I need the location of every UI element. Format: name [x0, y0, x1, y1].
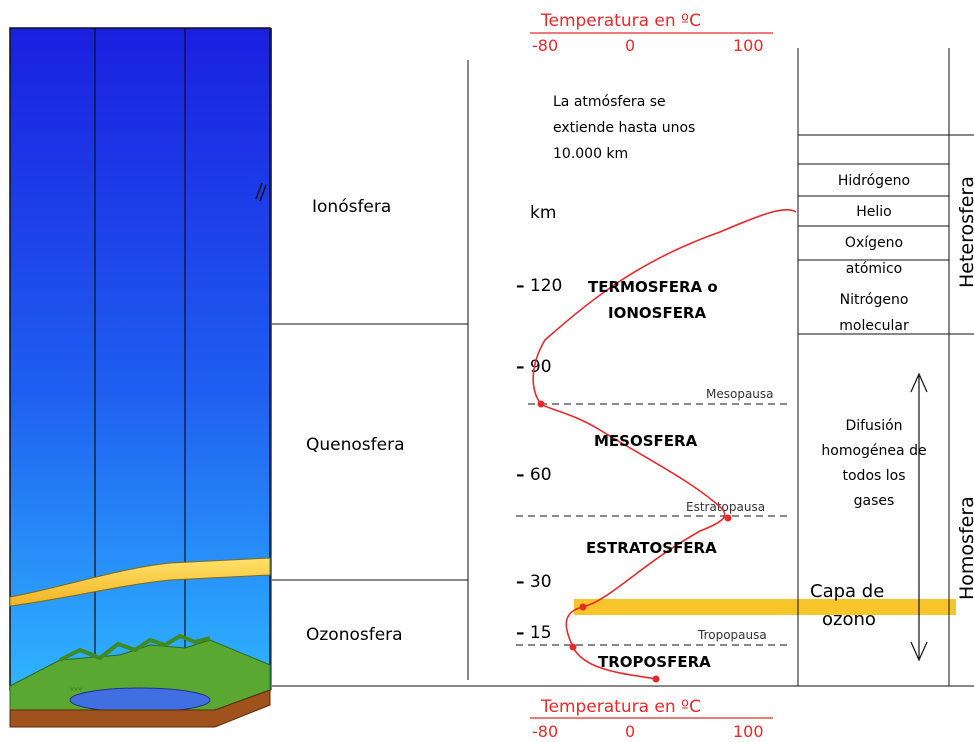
note-line-2: extiende hasta unos	[553, 120, 695, 136]
extent-note: La atmósfera se extiende hasta unos 10.0…	[553, 94, 695, 162]
gas-nitrogeno-1: Nitrógeno	[840, 292, 909, 308]
diffusion-arrow-up	[910, 372, 928, 393]
gas-oxigeno-1: Oxígeno	[845, 235, 903, 251]
altitude-tick-15: – 15	[516, 623, 552, 643]
temperature-profile	[532, 208, 797, 683]
diffusion-line-2: homogénea de	[821, 443, 926, 459]
temp-tick-bottom-max: 100	[733, 722, 764, 741]
pause-lines: Mesopausa Estratopausa Tropopausa	[516, 387, 792, 646]
temp-tick-top-zero: 0	[625, 36, 635, 55]
temperature-curve	[532, 208, 797, 680]
curve-point-tropopausa	[569, 643, 577, 651]
temp-title-top: Temperatura en ºC	[540, 11, 701, 31]
hills	[59, 633, 211, 662]
label-quenosfera: Quenosfera	[306, 435, 405, 455]
label-mesopausa: Mesopausa	[706, 387, 774, 401]
note-line-1: La atmósfera se	[553, 94, 666, 110]
ozone-label-2: ozono	[822, 609, 876, 630]
label-tropopausa: Tropopausa	[697, 628, 767, 642]
label-ionosfera: Ionósfera	[312, 197, 391, 217]
temp-tick-top-min: -80	[532, 36, 558, 55]
curve-point-surface	[652, 675, 660, 683]
label-estratopausa: Estratopausa	[686, 500, 765, 514]
layer-names: TERMOSFERA o IONOSFERA MESOSFERA ESTRATO…	[586, 278, 718, 671]
note-line-3: 10.000 km	[553, 146, 628, 162]
altitude-tick-120: – 120	[516, 276, 562, 296]
soil-block	[9, 689, 271, 728]
layer-estratosfera: ESTRATOSFERA	[586, 539, 717, 557]
curve-point-mesopausa	[537, 400, 545, 408]
diffusion-line-3: todos los	[843, 468, 906, 484]
region-heterosfera: Heterosfera	[956, 176, 974, 288]
layer-termosfera-2: IONOSFERA	[608, 304, 706, 322]
diffusion-line-1: Difusión	[845, 418, 902, 434]
curve-point-ozone	[579, 603, 587, 611]
temp-tick-top-max: 100	[733, 36, 764, 55]
gas-nitrogeno-2: molecular	[839, 318, 909, 334]
altitude-tick-60: – 60	[516, 465, 552, 485]
temperature-scale-bottom: Temperatura en ºC -80 0 100	[530, 697, 773, 741]
temp-tick-bottom-zero: 0	[625, 722, 635, 741]
gas-composition-table: Hidrógeno Helio Oxígeno atómico Nitrógen…	[797, 48, 974, 686]
atmosphere-column-illustration: ᵛᵛᵛ	[9, 27, 272, 728]
gas-helio: Helio	[856, 204, 892, 220]
axis-break-mark	[255, 182, 267, 202]
layer-troposfera: TROPOSFERA	[598, 653, 711, 671]
diffusion-arrow-down	[910, 641, 928, 662]
altitude-axis: km – 120 – 90 – 60 – 30 – 15	[516, 203, 562, 643]
vegetation-marks: ᵛᵛᵛ	[70, 686, 83, 697]
ozone-slab-top	[9, 557, 271, 607]
ozone-label-1: Capa de	[810, 581, 884, 602]
gas-oxigeno-2: atómico	[846, 261, 902, 277]
layer-termosfera-1: TERMOSFERA o	[588, 278, 718, 296]
curve-point-estratopausa	[724, 514, 732, 522]
altitude-unit: km	[530, 203, 556, 223]
gas-hidrogeno: Hidrógeno	[838, 173, 910, 189]
temp-tick-bottom-min: -80	[532, 722, 558, 741]
layer-mesosfera: MESOSFERA	[594, 432, 698, 450]
ozone-layer-band	[574, 599, 956, 615]
temp-title-bottom: Temperatura en ºC	[540, 697, 701, 717]
temperature-scale-top: Temperatura en ºC -80 0 100	[530, 11, 773, 55]
label-ozonosfera: Ozonosfera	[306, 625, 403, 645]
diffusion-line-4: gases	[854, 493, 895, 509]
region-homosfera: Homosfera	[956, 496, 974, 600]
lake	[69, 687, 211, 713]
altitude-tick-30: – 30	[516, 572, 552, 592]
sphere-names-column: Ionósfera Quenosfera Ozonosfera	[272, 60, 469, 680]
